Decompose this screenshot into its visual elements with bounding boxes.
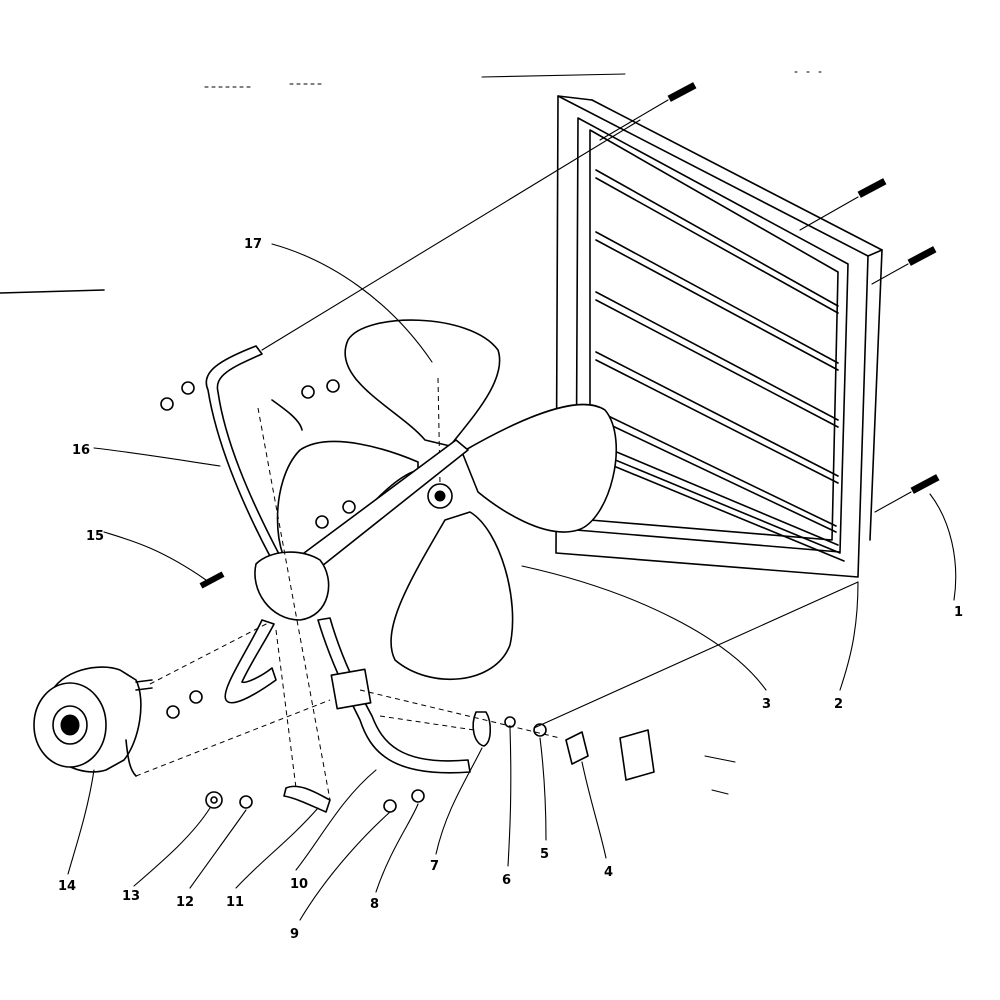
- fan-blade-part-3: [276, 319, 618, 680]
- callout-10: 10: [290, 877, 308, 892]
- leader-lines: [67, 243, 957, 921]
- lower-hardware: [205, 689, 736, 813]
- callout-16: 16: [72, 443, 90, 458]
- callout-13: 13: [122, 889, 140, 904]
- callout-14: 14: [58, 879, 76, 894]
- scan-marks: [0, 71, 831, 294]
- hardware-nuts: [160, 379, 356, 801]
- callout-9: 9: [290, 927, 299, 942]
- screw-part-15: [199, 571, 225, 589]
- callout-12: 12: [176, 895, 194, 910]
- callout-7: 7: [430, 859, 439, 874]
- callout-6: 6: [502, 873, 511, 888]
- screw-part-1: [599, 82, 940, 513]
- callout-3: 3: [762, 697, 771, 712]
- motor-mount-bracket: [224, 439, 469, 704]
- callout-5: 5: [540, 847, 549, 862]
- callout-11: 11: [226, 895, 244, 910]
- callout-17: 17: [244, 237, 262, 252]
- motor-part-14: [33, 621, 331, 777]
- callout-15: 15: [86, 529, 104, 544]
- callout-2: 2: [834, 697, 843, 712]
- callout-labels: 1 2 3 4 5 6 7 8 9 10 11 12 13 14 15 16 1…: [58, 237, 963, 942]
- callout-1: 1: [954, 605, 963, 620]
- grille-frame-part-2: [555, 95, 883, 578]
- callout-4: 4: [604, 865, 613, 880]
- bracket-arm-part-10: [317, 617, 471, 774]
- callout-8: 8: [370, 897, 379, 912]
